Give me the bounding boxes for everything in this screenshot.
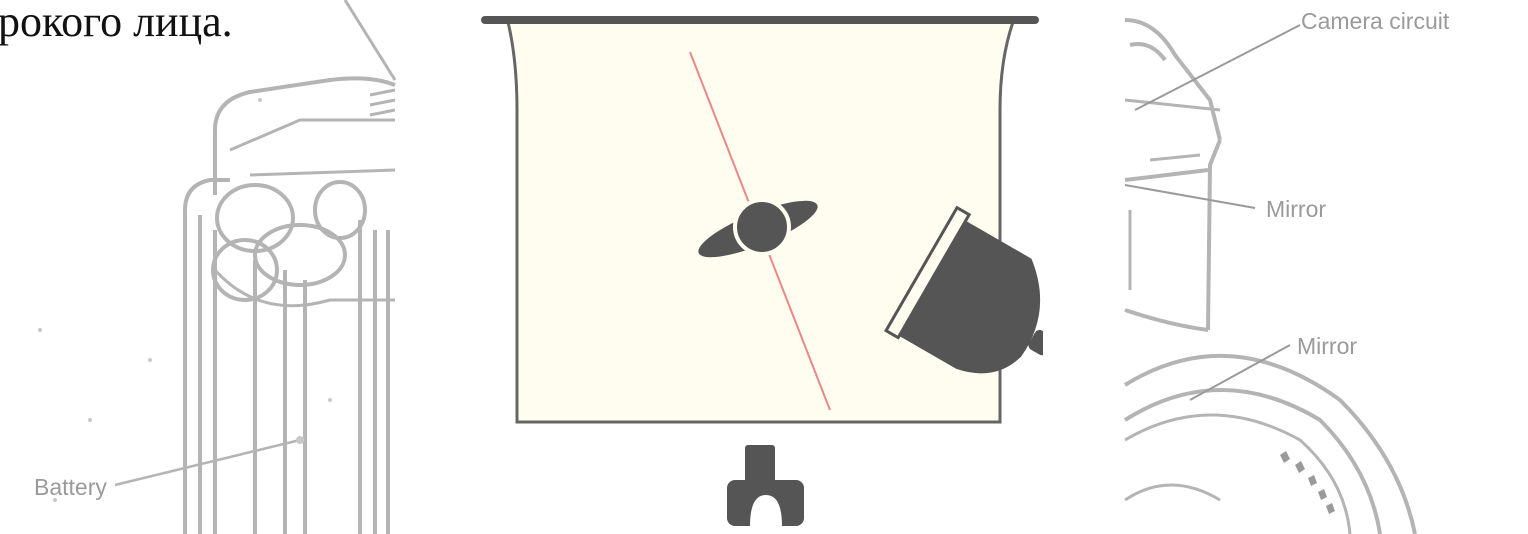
battery-label: Battery [34,474,107,501]
mirror-label-lower: Mirror [1297,333,1357,360]
camera-section-sketch-right [1110,0,1528,534]
camera-icon [727,445,804,526]
camera-circuit-label: Camera circuit [1301,8,1449,35]
camera-body-sketch-left [0,0,400,534]
lighting-diagram [478,0,1043,534]
mirror-label-upper: Mirror [1266,196,1326,223]
